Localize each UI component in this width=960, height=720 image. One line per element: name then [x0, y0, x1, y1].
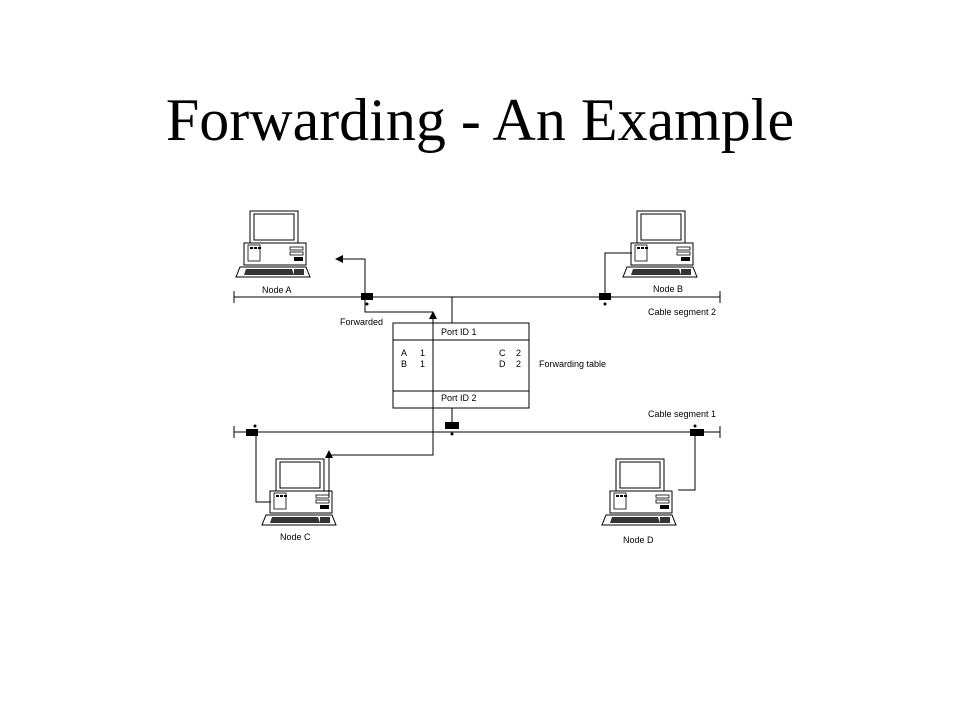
- table-entry-node: C: [499, 348, 506, 358]
- node-c-label: Node C: [280, 532, 311, 542]
- slide-title: Forwarding - An Example: [165, 87, 795, 153]
- node-a-computer-icon: [235, 210, 311, 278]
- node-b-label: Node B: [653, 284, 683, 294]
- node-c-computer-icon: [261, 458, 337, 526]
- table-entry-node: D: [499, 359, 506, 369]
- cable-segment-1: [233, 426, 721, 438]
- table-entry-port: 1: [420, 348, 425, 358]
- node-d-computer-icon: [601, 458, 677, 526]
- port-id-1-label: Port ID 1: [441, 327, 477, 337]
- forwarded-label: Forwarded: [340, 317, 383, 327]
- cable-segment-1-label: Cable segment 1: [648, 409, 716, 419]
- node-c-tap: [246, 424, 271, 503]
- node-a-tap: [361, 293, 373, 306]
- node-d-label: Node D: [623, 535, 654, 545]
- bridge-tap: [445, 422, 459, 436]
- cable-segment-2-label: Cable segment 2: [648, 307, 716, 317]
- node-b-tap: [599, 252, 632, 306]
- node-d-tap: [678, 424, 704, 491]
- table-entry-port: 1: [420, 359, 425, 369]
- table-entry-node: A: [401, 348, 407, 358]
- node-b-computer-icon: [622, 210, 698, 278]
- bridge-box: [392, 297, 530, 422]
- cable-segment-2: [233, 291, 721, 303]
- forwarding-table-label: Forwarding table: [539, 359, 606, 369]
- forwarding-path-arrows: [325, 255, 437, 497]
- table-entry-port: 2: [516, 359, 521, 369]
- table-entry-port: 2: [516, 348, 521, 358]
- node-a-label: Node A: [262, 285, 292, 295]
- table-entry-node: B: [401, 359, 407, 369]
- port-id-2-label: Port ID 2: [441, 393, 477, 403]
